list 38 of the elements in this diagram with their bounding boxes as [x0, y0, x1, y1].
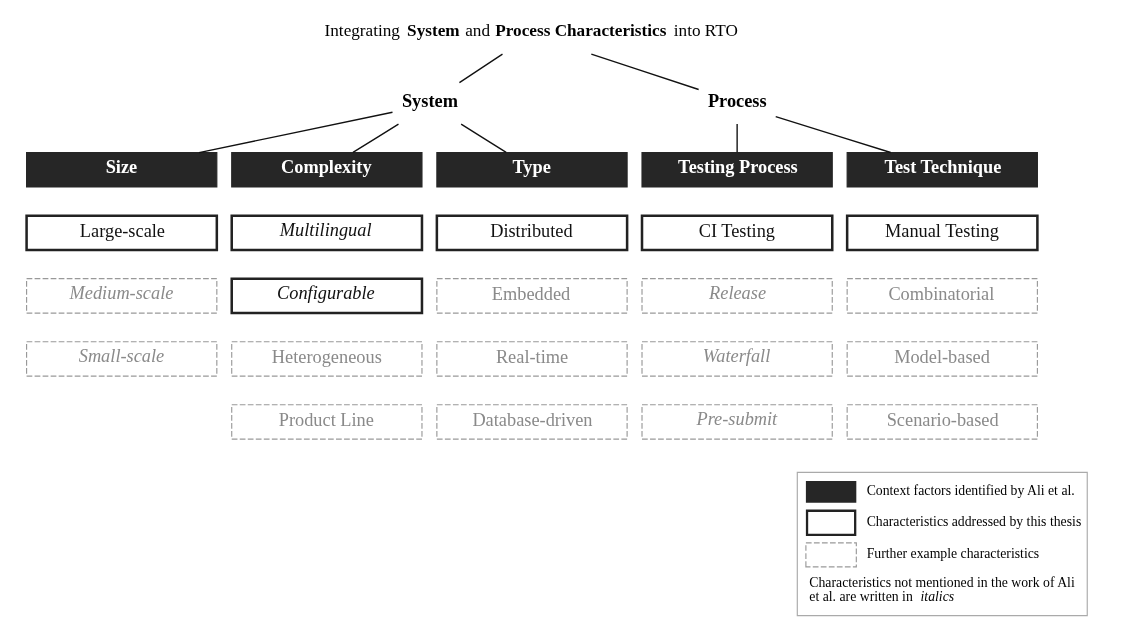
- node-box: Distributed: [435, 214, 629, 252]
- legend-label: Further example characteristics: [866, 546, 1040, 562]
- node-box: Large-scale: [25, 214, 219, 252]
- connector: [458, 53, 504, 84]
- node-box: Product Line: [231, 404, 423, 440]
- label: Characteristics not mentioned in the work of Ali et al. are written in italics: [809, 575, 1075, 604]
- connector: [775, 115, 892, 154]
- node-box: Model-based: [846, 341, 1038, 377]
- connector: [352, 123, 400, 154]
- node-box: Configurable: [230, 277, 424, 315]
- connector: [460, 123, 507, 154]
- node-text: Process: [707, 90, 767, 111]
- connector: [590, 53, 700, 91]
- node-box: Complexity: [231, 152, 423, 188]
- node-box: Scenario-based: [846, 404, 1038, 440]
- node-box: CI Testing: [640, 214, 834, 252]
- node-box: Multilingual: [230, 214, 424, 252]
- node-box: Testing Process: [641, 152, 833, 188]
- node-box: Manual Testing: [845, 214, 1039, 252]
- node-box: Heterogeneous: [231, 341, 423, 377]
- connector: [736, 123, 738, 153]
- node-box: Small-scale: [26, 341, 218, 377]
- legend-label: Context factors identified by Ali et al.: [866, 483, 1075, 499]
- node-box: Waterfall: [641, 341, 833, 377]
- node-text: Integrating System and Process Characteristics into RTO: [324, 21, 738, 41]
- node-text: System: [401, 90, 458, 111]
- node-box: Release: [641, 278, 833, 314]
- legend-label: Characteristics addressed by this thesis: [866, 514, 1082, 530]
- node-box: Size: [26, 152, 218, 188]
- node-box: Database-driven: [436, 404, 628, 440]
- node-box: Type: [436, 152, 628, 188]
- node-box: Combinatorial: [846, 278, 1038, 314]
- node-box: Embedded: [436, 278, 628, 314]
- node-box: Real-time: [436, 341, 628, 377]
- connector: [198, 111, 394, 154]
- node-box: Medium-scale: [26, 278, 218, 314]
- node-box: Pre-submit: [641, 404, 833, 440]
- node-box: Test Technique: [846, 152, 1038, 188]
